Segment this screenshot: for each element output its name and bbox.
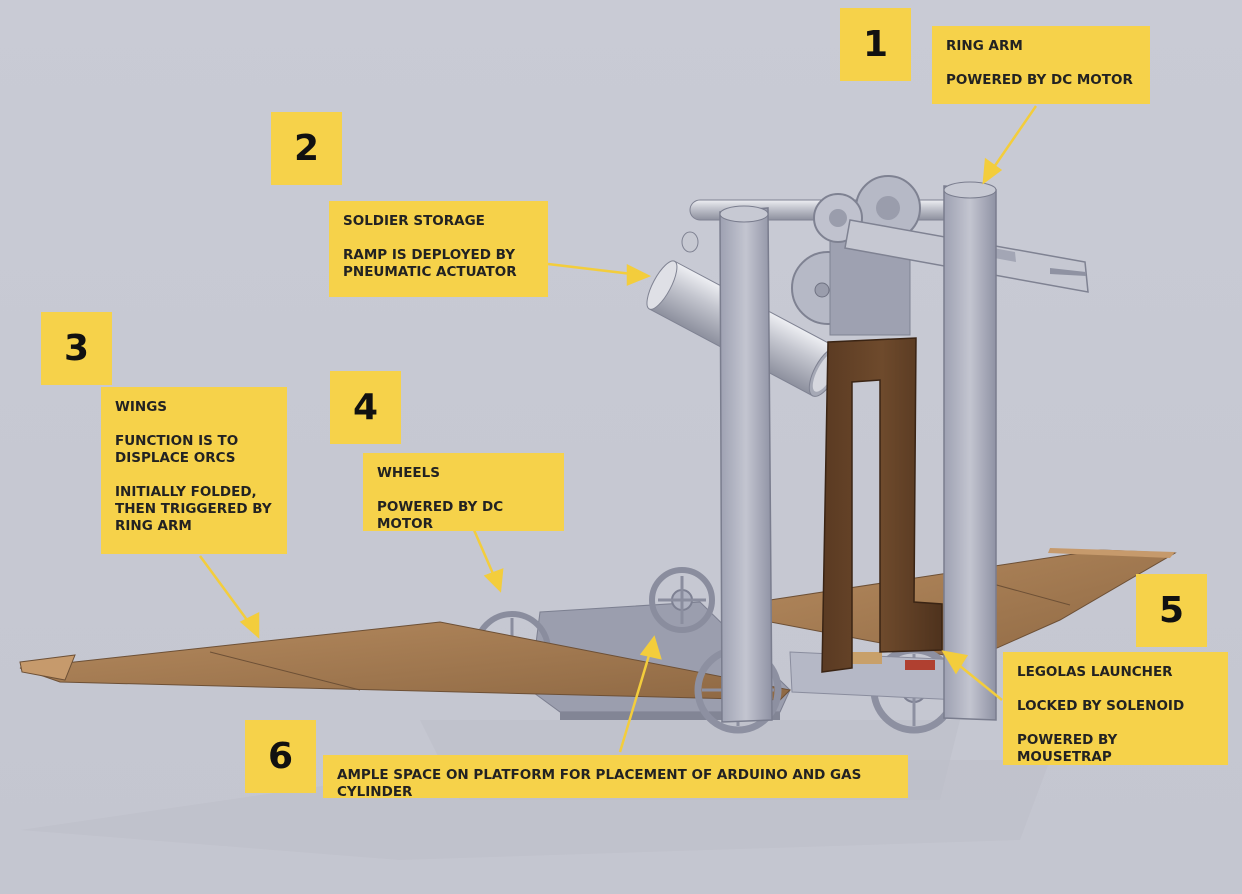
callout-6-text: AMPLE SPACE ON PLATFORM FOR PLACEMENT OF… bbox=[337, 767, 862, 800]
callout-4-title: WHEELS bbox=[377, 465, 440, 481]
callout-3-title: WINGS bbox=[115, 399, 168, 415]
callout-2-soldier-storage: SOLDIER STORAGE RAMP IS DEPLOYED BY PNEU… bbox=[329, 201, 548, 297]
callout-2-line: RAMP IS DEPLOYED BY bbox=[343, 247, 515, 263]
callout-5-line: POWERED BY MOUSETRAP bbox=[1017, 732, 1118, 765]
callout-2-title: SOLDIER STORAGE bbox=[343, 213, 485, 229]
callout-5-line: LOCKED BY SOLENOID bbox=[1017, 698, 1185, 714]
callout-2-number: 2 bbox=[271, 112, 342, 185]
callout-6-platform: AMPLE SPACE ON PLATFORM FOR PLACEMENT OF… bbox=[323, 755, 908, 800]
callout-5-legolas-launcher: LEGOLAS LAUNCHER LOCKED BY SOLENOID POWE… bbox=[1003, 652, 1228, 765]
callout-1-title: RING ARM bbox=[946, 38, 1023, 54]
callout-6-number: 6 bbox=[245, 720, 316, 793]
callout-5-number: 5 bbox=[1136, 574, 1207, 647]
callout-1-line: POWERED BY DC MOTOR bbox=[946, 72, 1133, 88]
callout-3-line: THEN TRIGGERED BY bbox=[115, 501, 272, 517]
callout-1-number: 1 bbox=[840, 8, 911, 81]
callout-3-line: DISPLACE ORCS bbox=[115, 450, 236, 466]
callout-5-title: LEGOLAS LAUNCHER bbox=[1017, 664, 1173, 680]
callout-1-ring-arm: RING ARM POWERED BY DC MOTOR bbox=[932, 26, 1150, 104]
callout-3-line: INITIALLY FOLDED, bbox=[115, 484, 257, 500]
callout-2-line: PNEUMATIC ACTUATOR bbox=[343, 264, 517, 280]
callout-3-line: FUNCTION IS TO bbox=[115, 433, 239, 449]
callout-4-wheels: WHEELS POWERED BY DC MOTOR bbox=[363, 453, 564, 532]
callout-3-line: RING ARM bbox=[115, 518, 192, 534]
callout-4-line: POWERED BY DC MOTOR bbox=[377, 499, 504, 532]
callout-3-wings: WINGS FUNCTION IS TO DISPLACE ORCS INITI… bbox=[101, 387, 287, 554]
callout-4-number: 4 bbox=[330, 371, 401, 444]
callout-3-number: 3 bbox=[41, 312, 112, 385]
